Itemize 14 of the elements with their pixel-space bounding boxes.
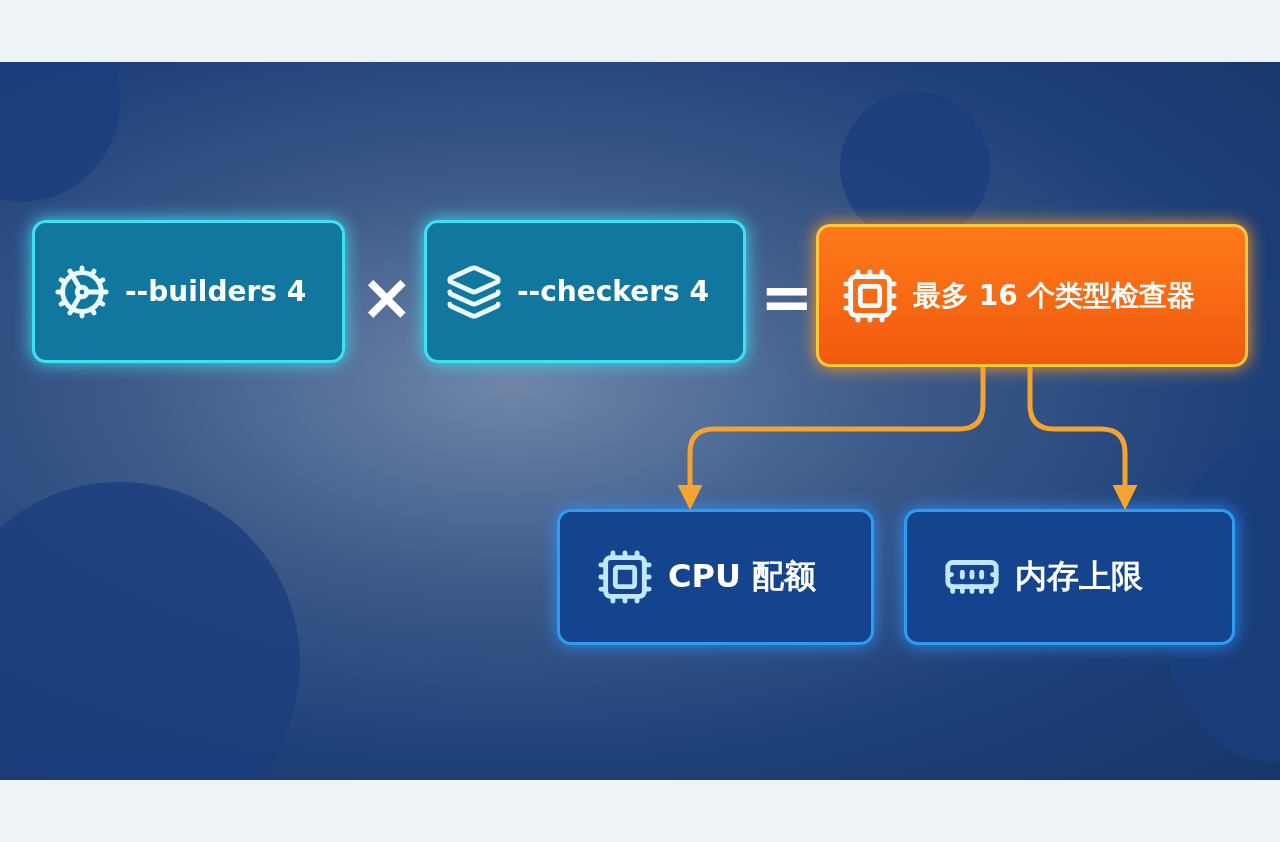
arrow: [677, 367, 986, 510]
operator-symbol: ×: [360, 265, 414, 329]
process-box: [816, 224, 1248, 367]
process-box: [904, 509, 1235, 645]
process-box: [32, 220, 345, 363]
operator-symbol: =: [760, 265, 814, 329]
node-label: 最多 16 个类型检查器: [913, 277, 1196, 314]
node-label: 内存上限: [1015, 556, 1143, 597]
process-box: [424, 220, 746, 363]
process-box: [557, 509, 874, 645]
arrow: [1027, 367, 1138, 510]
node-label: --checkers 4: [517, 275, 709, 308]
node-label: CPU 配额: [668, 556, 817, 597]
node-label: --builders 4: [125, 275, 307, 308]
